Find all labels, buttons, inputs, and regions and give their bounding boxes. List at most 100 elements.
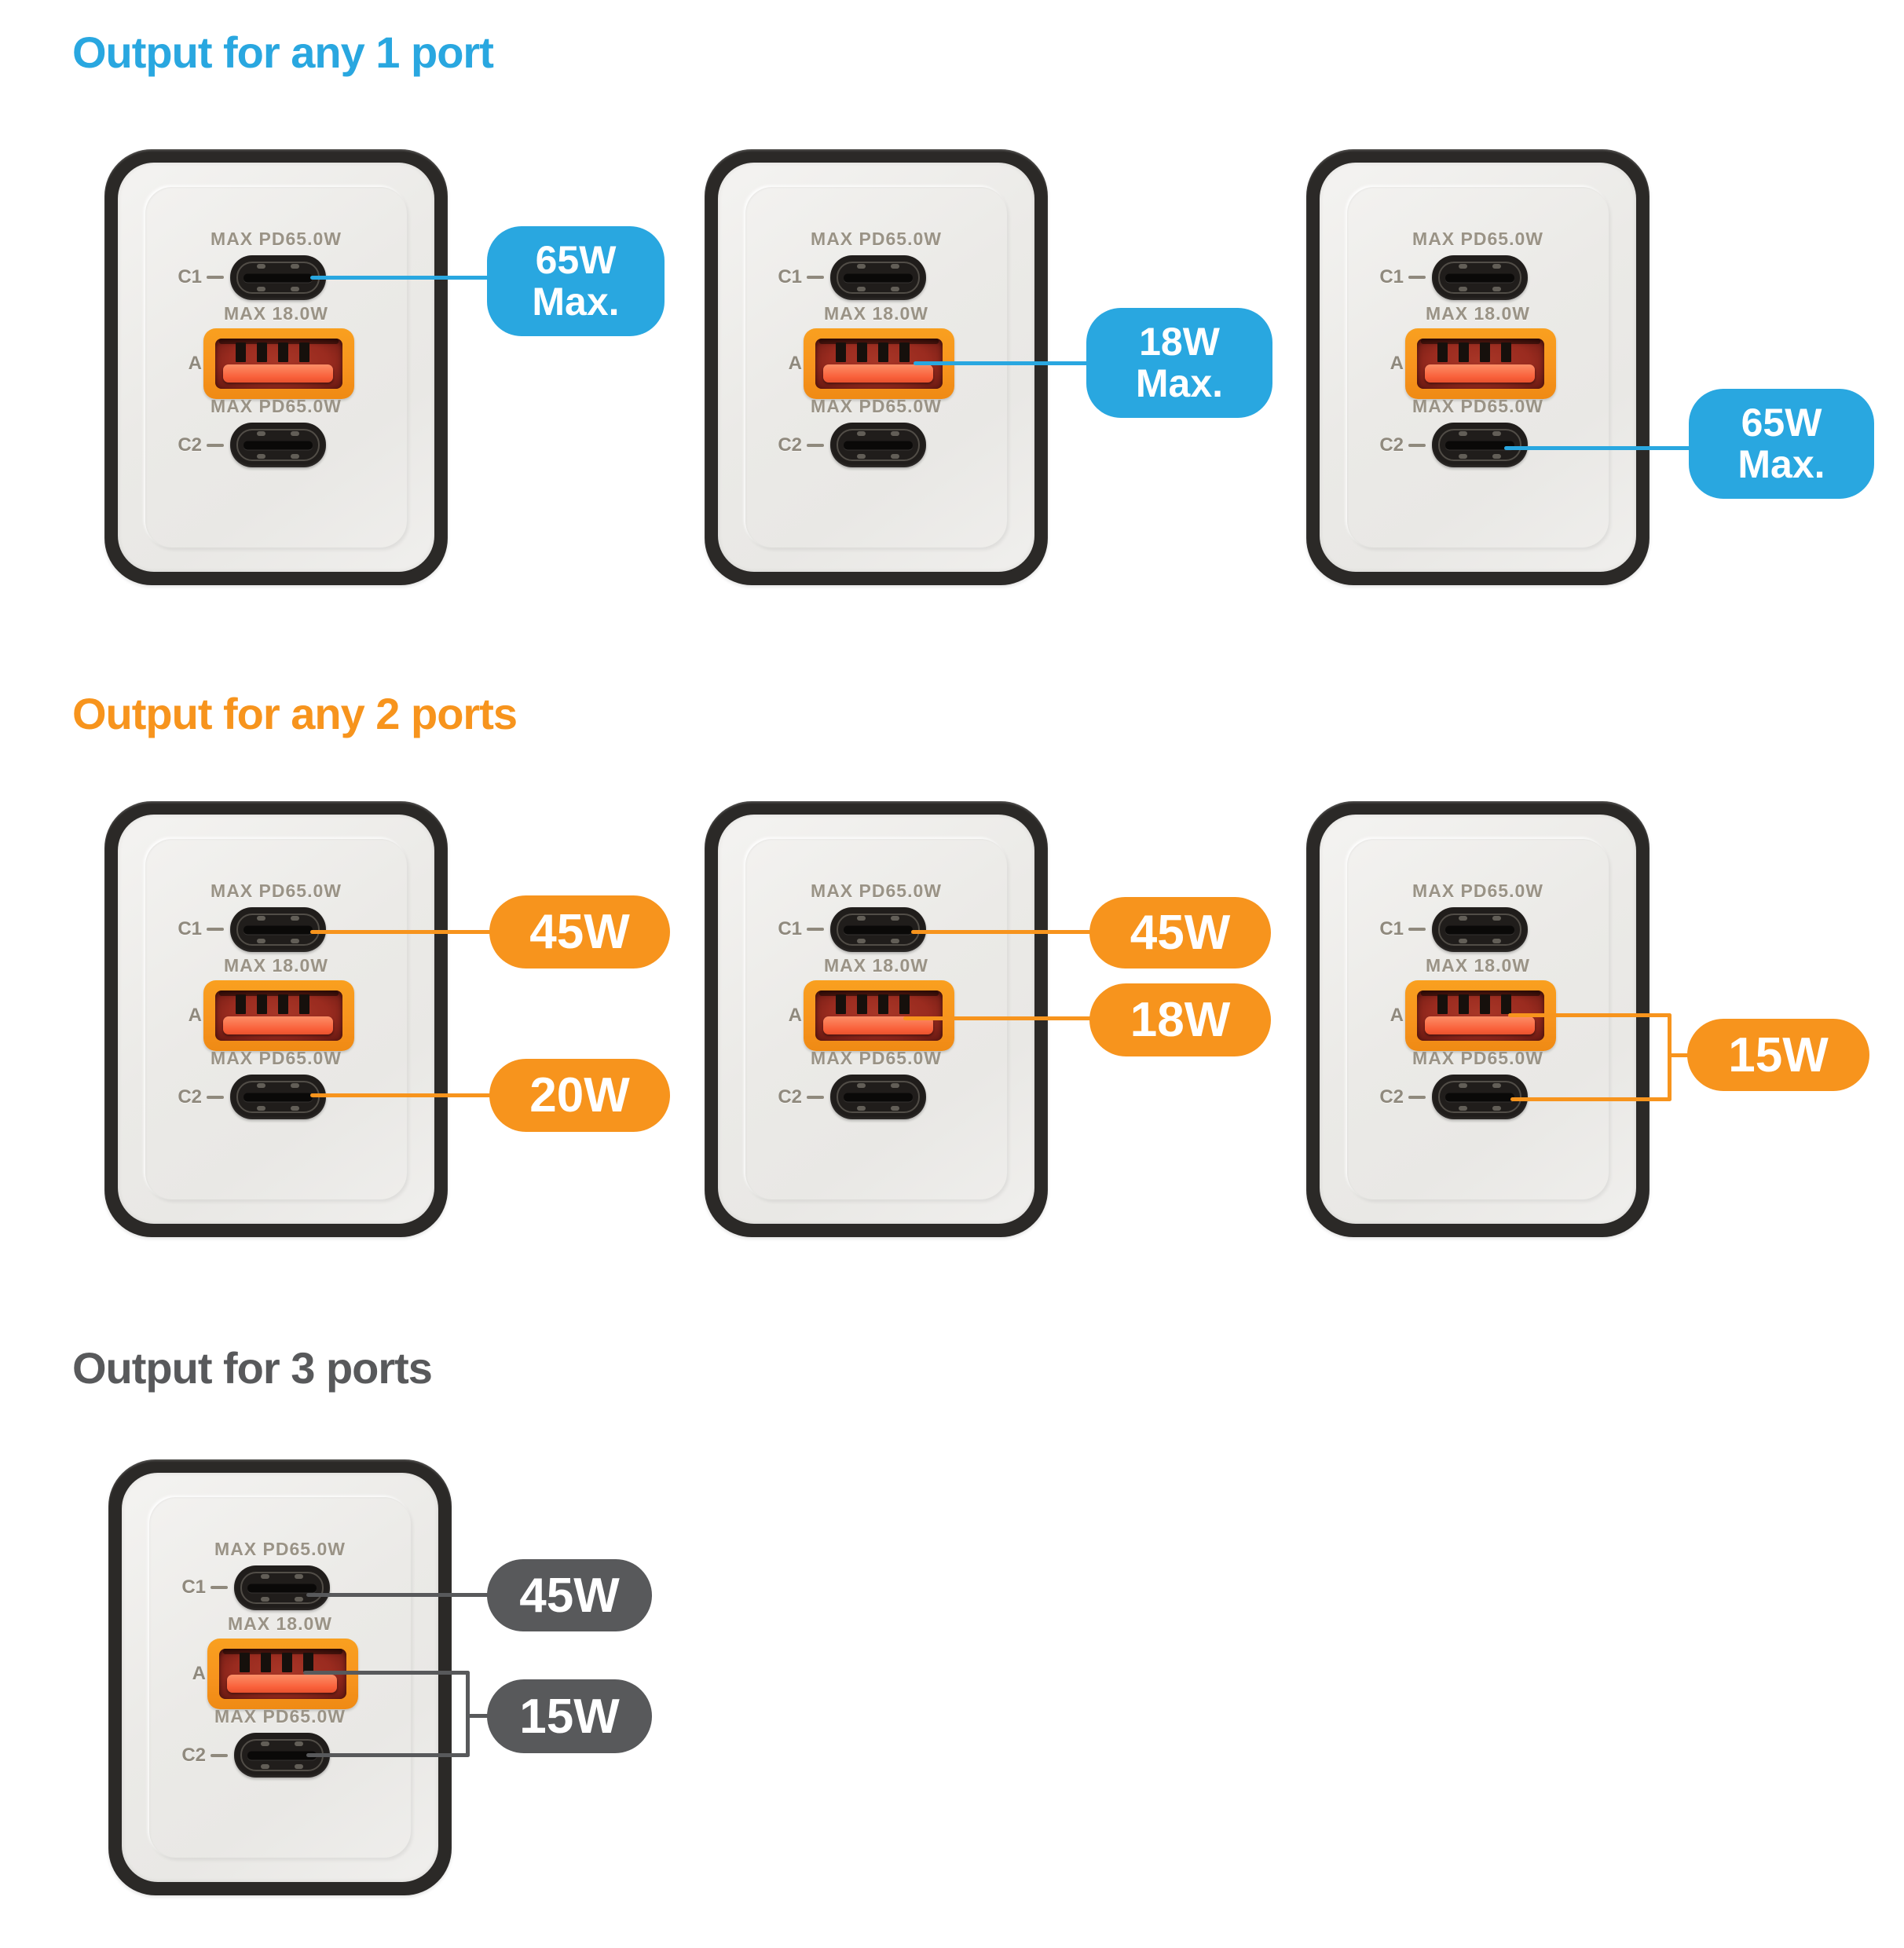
label-tick: [207, 1096, 224, 1099]
usb-c-contact: [1492, 264, 1501, 269]
port-c2-label: C2: [750, 1086, 824, 1108]
usb-a-cavity: [815, 990, 943, 1041]
usb-a-contact-strip: [1421, 990, 1540, 996]
port-c2-label: C2: [154, 1745, 228, 1767]
port-c2-label-text: C2: [178, 434, 202, 456]
usb-c-contact: [891, 916, 899, 921]
usb-c-contact: [857, 939, 866, 943]
usb-c-contact: [891, 454, 899, 459]
port-c1-max-rating: MAX PD65.0W: [211, 229, 342, 249]
usb-a-pin: [236, 342, 246, 362]
usb-c-contact: [291, 431, 299, 436]
charger-2ports-right: MAX PD65.0W C1 MAX 18.0W A: [1306, 801, 1650, 1237]
usb-c-slot: [844, 441, 913, 449]
port-a-max-rating: MAX 18.0W: [824, 955, 928, 976]
usb-a-tongue: [1425, 364, 1535, 383]
usb-c-contact: [1459, 287, 1467, 291]
callout-line-s1-a: [914, 361, 1090, 365]
usb-c-slot: [844, 925, 913, 934]
port-c1-label-text: C1: [178, 918, 202, 939]
usb-c-contact: [261, 1764, 269, 1769]
usb-c-ring: [1438, 429, 1521, 461]
usb-a-port: [804, 980, 954, 1051]
port-a-label-text: A: [188, 353, 202, 374]
port-a-max-rating: MAX 18.0W: [824, 303, 928, 324]
usb-c-contact: [857, 287, 866, 291]
port-c1-label-text: C1: [1379, 918, 1404, 939]
usb-a-port: [207, 1639, 358, 1709]
bracket-top-line-s2r: [1508, 1013, 1671, 1017]
usb-c-contact: [291, 1106, 299, 1111]
port-c1-max-rating: MAX PD65.0W: [1412, 881, 1543, 901]
usb-a-pin: [1480, 342, 1490, 362]
usb-c-contact: [857, 264, 866, 269]
callout-max-text: Max.: [1737, 442, 1825, 486]
charger-1port-left: MAX PD65.0W C1 MAX 18.0W A: [104, 149, 448, 585]
usb-a-pin: [1480, 994, 1490, 1014]
port-c2-label-text: C2: [778, 1086, 802, 1108]
callout-watt-text: 45W: [519, 1568, 620, 1623]
port-a-max-rating: MAX 18.0W: [224, 303, 328, 324]
callout-watt-text: 65W: [1741, 401, 1822, 445]
port-c2-label: C2: [150, 1086, 224, 1108]
usb-a-tongue: [1425, 1016, 1535, 1034]
callout-pill-45w-gray: 45W: [487, 1559, 652, 1631]
usb-c-contact: [1492, 1083, 1501, 1088]
label-tick: [1408, 276, 1426, 279]
port-c2-label-text: C2: [1379, 434, 1404, 456]
usb-a-port: [203, 980, 354, 1051]
usb-a-pin: [878, 994, 888, 1014]
charger: MAX PD65.0W C1 MAX 18.0W A: [108, 1459, 452, 1895]
usb-c-contact: [1459, 1083, 1467, 1088]
usb-a-tongue: [223, 364, 333, 383]
usb-c-port-c2: [1432, 1075, 1528, 1119]
usb-c-contact: [291, 287, 299, 291]
usb-c-contact: [295, 1741, 303, 1746]
charger: MAX PD65.0W C1 MAX 18.0W A: [1306, 801, 1650, 1237]
label-tick: [807, 276, 824, 279]
port-c1-label: C1: [1352, 266, 1426, 288]
usb-a-cavity: [1417, 339, 1544, 389]
usb-c-ring: [236, 429, 320, 461]
port-c1-label: C1: [1352, 918, 1426, 940]
port-c2-max-rating: MAX PD65.0W: [211, 1048, 342, 1068]
callout-watt-text: 45W: [1130, 906, 1231, 960]
port-a-label-text: A: [192, 1663, 206, 1684]
usb-c-contact: [291, 1083, 299, 1088]
callout-max-text: Max.: [532, 280, 620, 324]
usb-c-contact: [1459, 939, 1467, 943]
usb-a-contact-strip: [219, 339, 339, 344]
callout-pill-20w: 20W: [489, 1059, 670, 1132]
charger: MAX PD65.0W C1 MAX 18.0W A: [1306, 149, 1650, 585]
usb-c-contact: [1492, 916, 1501, 921]
section-2-heading: Output for any 2 ports: [72, 689, 518, 738]
usb-c-contact: [1492, 431, 1501, 436]
callout-max-text: Max.: [1135, 361, 1224, 405]
usb-a-pin: [257, 342, 267, 362]
usb-c-contact: [257, 287, 265, 291]
charger-2ports-left: MAX PD65.0W C1 MAX 18.0W A: [104, 801, 448, 1237]
charger-1port-middle: MAX PD65.0W C1 MAX 18.0W A: [705, 149, 1048, 585]
usb-a-contact-strip: [219, 990, 339, 996]
port-c2-max-rating: MAX PD65.0W: [1412, 1048, 1543, 1068]
port-c2-max-rating: MAX PD65.0W: [811, 396, 942, 416]
usb-c-contact: [295, 1764, 303, 1769]
usb-c-slot: [1445, 441, 1514, 449]
usb-c-contact: [295, 1597, 303, 1602]
usb-c-contact: [1492, 287, 1501, 291]
usb-a-pin: [836, 994, 846, 1014]
port-c2-label: C2: [750, 434, 824, 456]
callout-pill-45w-middle: 45W: [1089, 897, 1271, 969]
callout-watt-text: 45W: [529, 905, 630, 959]
usb-a-pin: [278, 342, 288, 362]
port-c2-max-rating: MAX PD65.0W: [1412, 396, 1543, 416]
usb-a-pin: [899, 994, 910, 1014]
usb-c-slot: [243, 441, 313, 449]
port-c1-max-rating: MAX PD65.0W: [811, 881, 942, 901]
label-tick: [1408, 1096, 1426, 1099]
usb-c-port-c1: [230, 255, 326, 300]
port-c1-label-text: C1: [1379, 266, 1404, 287]
bracket-vertical-s2r: [1668, 1013, 1671, 1101]
callout-line-s2l-c1: [310, 930, 492, 934]
usb-c-contact: [891, 939, 899, 943]
